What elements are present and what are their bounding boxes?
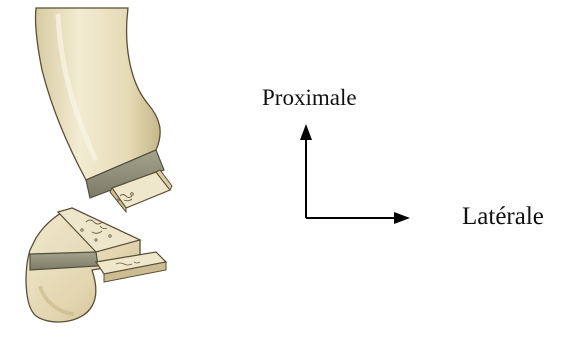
proximal-arrowhead-icon	[300, 124, 312, 140]
lateral-arrowhead-icon	[394, 212, 410, 224]
lateral-direction-label: Latérale	[462, 204, 544, 229]
proximal-direction-label: Proximale	[262, 86, 357, 109]
